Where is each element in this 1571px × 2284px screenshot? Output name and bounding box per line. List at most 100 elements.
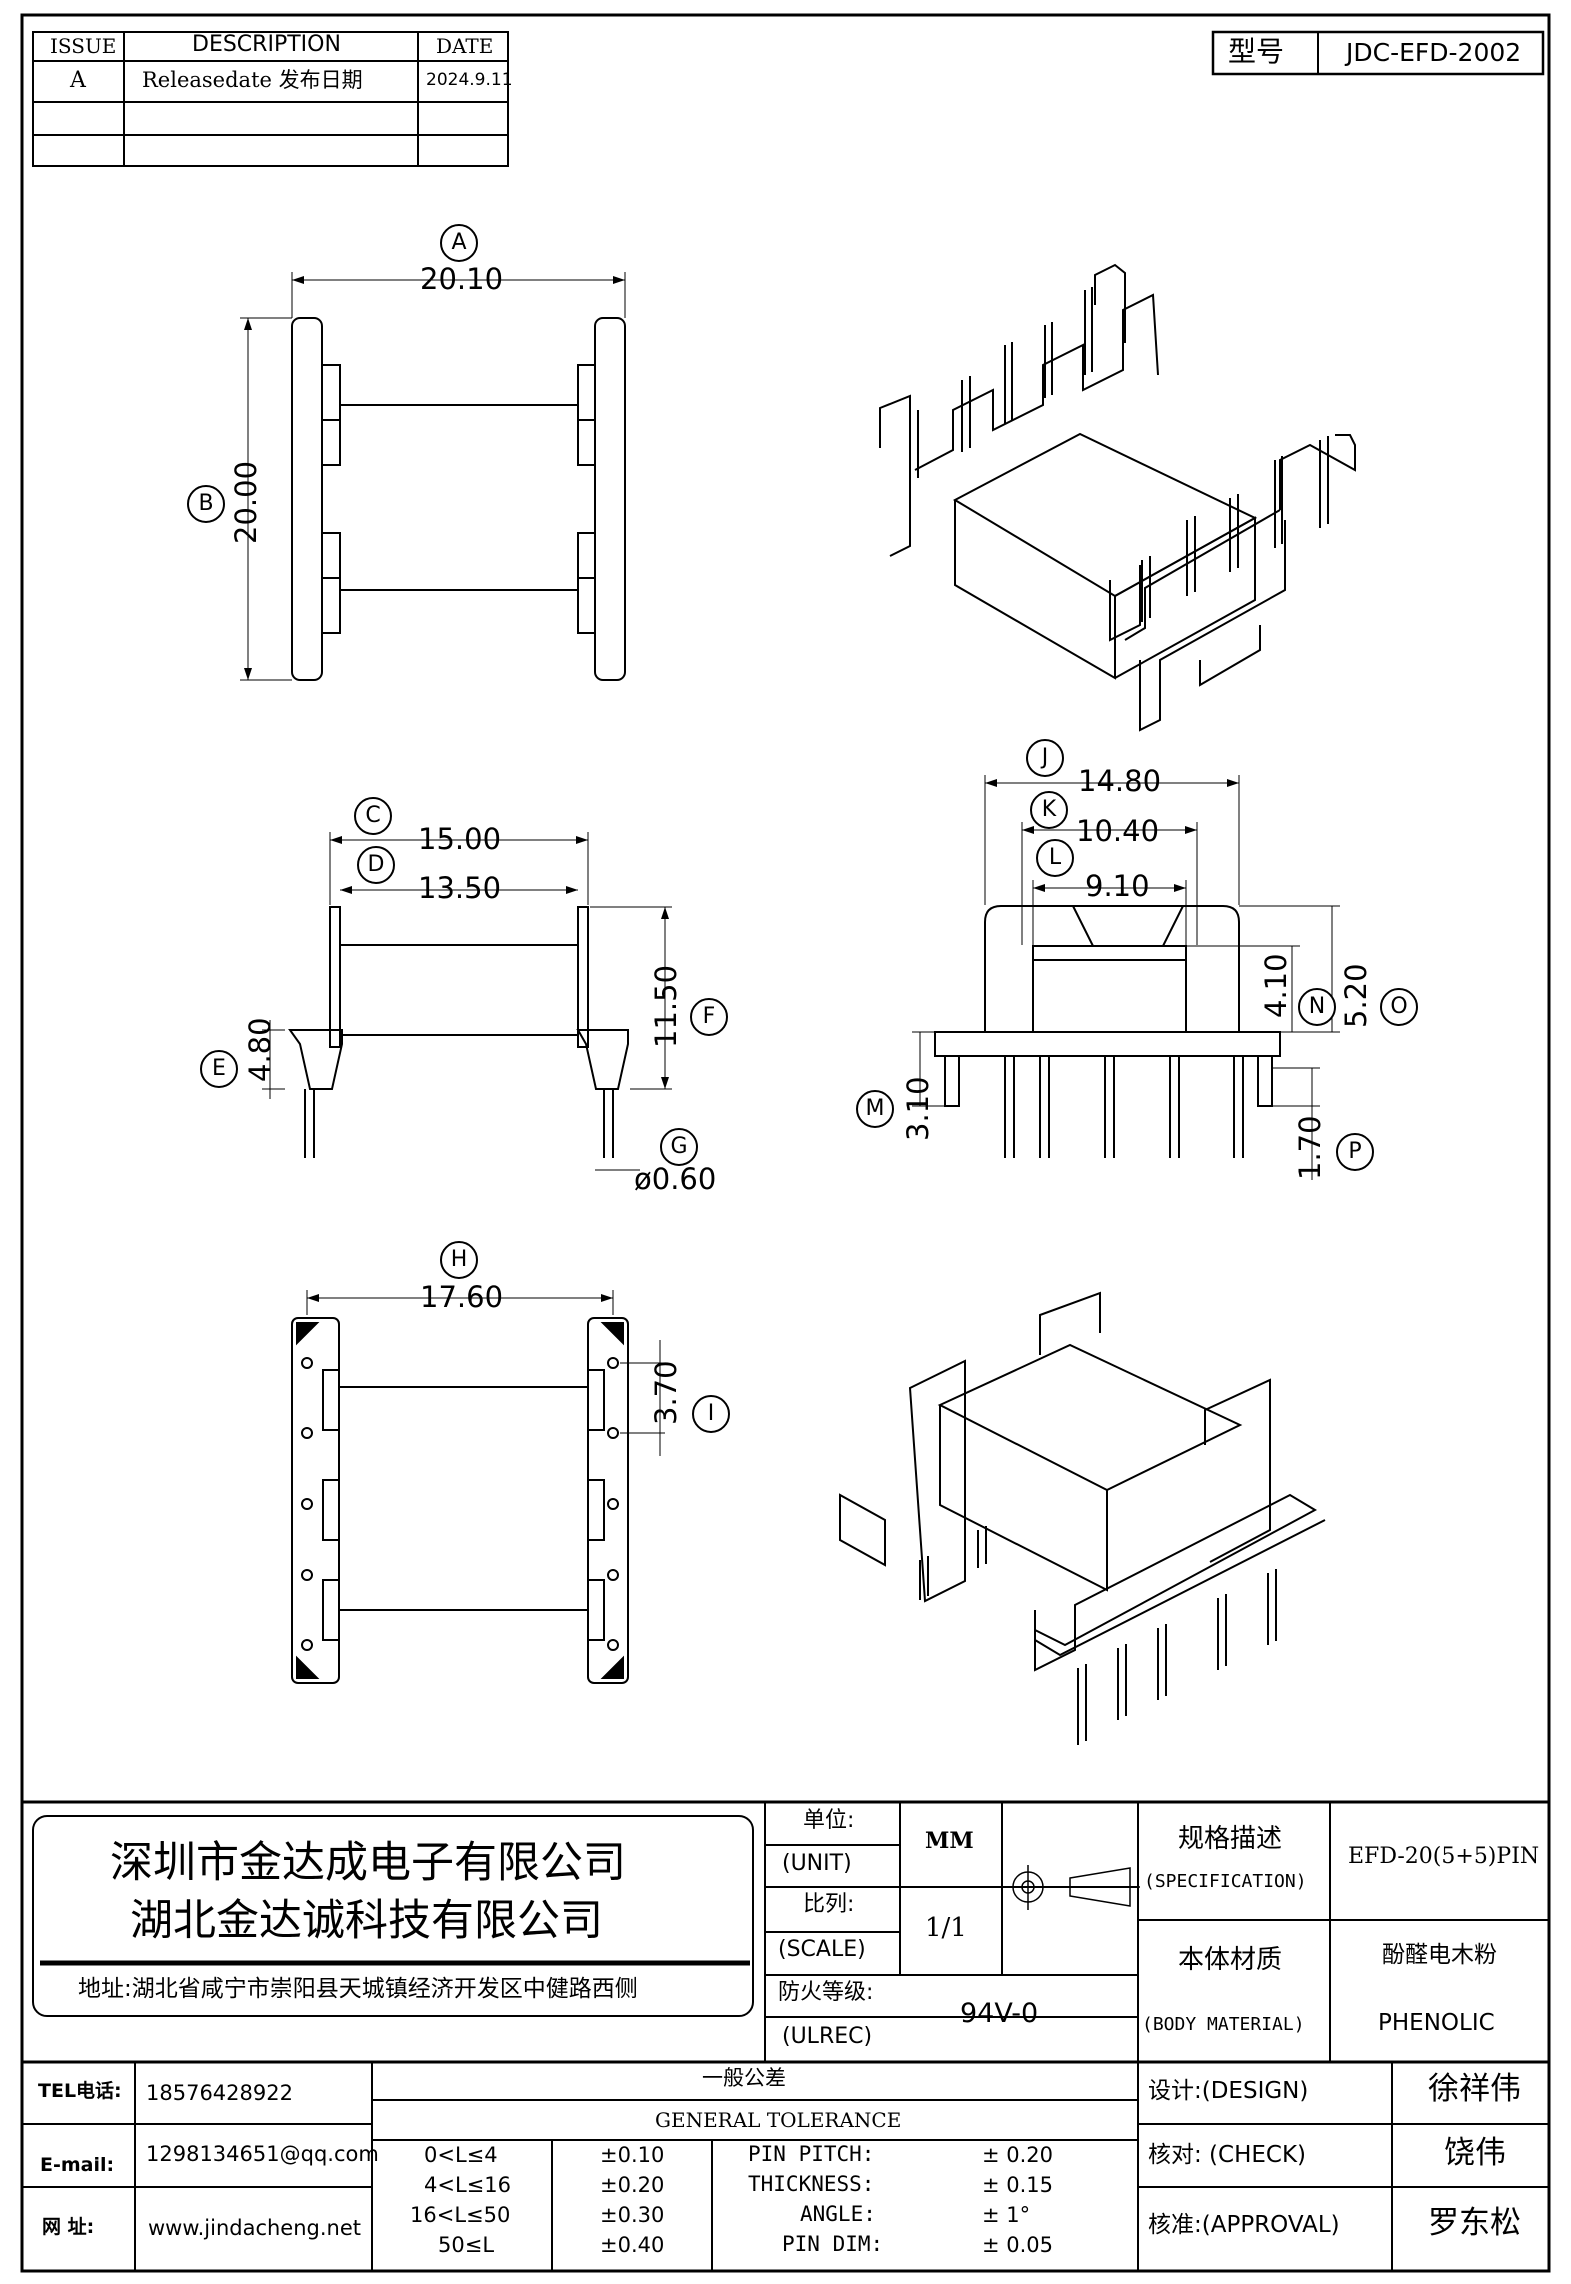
special-name-3: ANGLE: [800, 2202, 876, 2226]
model-label: 型号 [1228, 35, 1285, 68]
material-label-en: (BODY MATERIAL) [1142, 2014, 1305, 2035]
revision-description: Releasedate 发布日期 [142, 68, 363, 92]
unit-label-en: (UNIT) [782, 1851, 852, 1876]
dim-tag-o: O [1380, 988, 1418, 1026]
dim-tag-h: H [440, 1241, 478, 1279]
dim-tag-c: C [354, 797, 392, 835]
web-value: www.jindacheng.net [148, 2216, 362, 2240]
title-block-grid [22, 1800, 1549, 2271]
special-value-3: ± 1° [982, 2203, 1031, 2227]
dim-value-o: 5.20 [1339, 963, 1373, 1028]
flame-label-cn: 防火等级: [778, 1980, 874, 2005]
unit-value: MM [925, 1828, 974, 1854]
dim-tag-p: P [1336, 1133, 1374, 1171]
check-name: 饶伟 [1444, 2135, 1506, 2171]
revision-date: 2024.9.11 [426, 70, 513, 90]
dim-value-k: 10.40 [1076, 814, 1160, 848]
tolerance-value-2: ±0.20 [600, 2173, 665, 2197]
revision-table-grid [32, 31, 509, 167]
isometric-view-bottom [839, 1291, 1326, 1745]
scale-label-en: (SCALE) [778, 1937, 866, 1962]
company-name-1: 深圳市金达成电子有限公司 [110, 1838, 626, 1888]
dim-value-c: 15.00 [418, 822, 502, 856]
tolerance-title-cn: 一般公差 [702, 2066, 786, 2090]
dim-tag-l: L [1036, 839, 1074, 877]
spec-value: EFD-20(5+5)PIN [1348, 1844, 1540, 1869]
dim-value-p: 1.70 [1293, 1115, 1327, 1180]
model-value: JDC-EFD-2002 [1346, 38, 1522, 67]
design-label: 设计:(DESIGN) [1148, 2078, 1309, 2104]
revision-issue: A [70, 68, 86, 93]
dim-value-h: 17.60 [420, 1280, 504, 1314]
bottom-view [291, 1290, 665, 1684]
dim-tag-j: J [1026, 739, 1064, 777]
dim-value-l: 9.10 [1085, 869, 1150, 903]
flame-label-en: (ULREC) [782, 2024, 873, 2049]
isometric-view-top [879, 263, 1356, 732]
tolerance-value-4: ±0.40 [600, 2233, 665, 2257]
revision-header-description: DESCRIPTION [192, 32, 341, 57]
approval-name: 罗东松 [1428, 2205, 1521, 2241]
dim-tag-e: E [200, 1050, 238, 1088]
side-view [262, 832, 672, 1171]
dim-value-b: 20.00 [229, 460, 263, 544]
web-label: 网 址: [42, 2216, 95, 2238]
dim-value-a: 20.10 [420, 262, 504, 296]
dim-value-g: ø0.60 [634, 1162, 717, 1196]
special-name-4: PIN DIM: [782, 2232, 884, 2256]
front-view [912, 775, 1340, 1180]
dim-tag-i: I [692, 1395, 730, 1433]
company-address: 地址:湖北省咸宁市崇阳县天城镇经济开发区中健路西侧 [78, 1976, 638, 2002]
dim-tag-a: A [440, 224, 478, 262]
dim-value-j: 14.80 [1078, 764, 1162, 798]
dim-tag-n: N [1298, 988, 1336, 1026]
special-name-2: THICKNESS: [748, 2172, 875, 2196]
top-view [240, 272, 626, 681]
dim-value-m: 3.10 [901, 1076, 935, 1141]
dim-value-d: 13.50 [418, 871, 502, 905]
spec-label-cn: 规格描述 [1178, 1824, 1283, 1854]
scale-value: 1/1 [925, 1913, 967, 1943]
dim-value-f: 11.50 [649, 964, 683, 1048]
tolerance-range-2: 4<L≤16 [424, 2173, 511, 2197]
dim-tag-g: G [660, 1128, 698, 1166]
tolerance-range-4: 50≤L [438, 2233, 495, 2257]
material-value-cn: 酚醛电木粉 [1382, 1942, 1497, 1968]
drawing-border [20, 13, 1551, 2273]
dim-tag-m: M [856, 1090, 894, 1128]
dim-value-i: 3.70 [649, 1360, 683, 1425]
flame-value: 94V-0 [960, 1998, 1039, 2029]
tolerance-value-1: ±0.10 [600, 2143, 665, 2167]
dim-tag-b: B [187, 485, 225, 523]
spec-label-en: (SPECIFICATION) [1144, 1871, 1307, 1892]
dim-value-e: 4.80 [243, 1017, 277, 1082]
material-value-en: PHENOLIC [1378, 2010, 1495, 2036]
revision-header-issue: ISSUE [50, 34, 117, 58]
email-label: E-mail: [40, 2154, 115, 2176]
dim-tag-d: D [357, 846, 395, 884]
projection-symbol-icon [1005, 1865, 1140, 1910]
tolerance-value-3: ±0.30 [600, 2203, 665, 2227]
dim-value-n: 4.10 [1259, 953, 1293, 1018]
dim-tag-k: K [1030, 791, 1068, 829]
scale-label-cn: 比列: [803, 1892, 855, 1917]
special-value-2: ± 0.15 [982, 2173, 1054, 2197]
tel-value: 18576428922 [146, 2081, 293, 2105]
tolerance-range-3: 16<L≤50 [410, 2203, 511, 2227]
design-name: 徐祥伟 [1428, 2071, 1521, 2107]
tel-label: TEL电话: [38, 2080, 122, 2102]
special-name-1: PIN PITCH: [748, 2142, 875, 2166]
material-label-cn: 本体材质 [1178, 1945, 1283, 1975]
email-value: 1298134651@qq.com [146, 2142, 379, 2166]
tolerance-range-1: 0<L≤4 [424, 2143, 498, 2167]
special-value-4: ± 0.05 [982, 2233, 1054, 2257]
company-name-2: 湖北金达诚科技有限公司 [130, 1896, 603, 1946]
special-value-1: ± 0.20 [982, 2143, 1054, 2167]
check-label: 核对: (CHECK) [1148, 2142, 1307, 2168]
tolerance-title-en: GENERAL TOLERANCE [655, 2108, 902, 2132]
revision-header-date: DATE [436, 34, 494, 58]
dim-tag-f: F [690, 998, 728, 1036]
approval-label: 核准:(APPROVAL) [1148, 2212, 1340, 2238]
unit-label-cn: 单位: [803, 1808, 855, 1833]
